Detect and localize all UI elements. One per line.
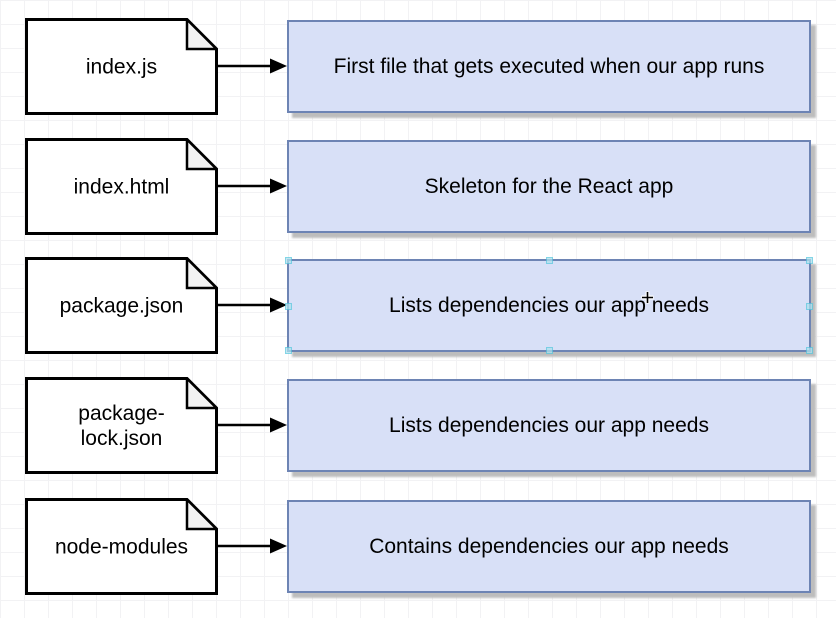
- diagram-row-node-modules: node-modules Contains dependencies our a…: [0, 498, 836, 595]
- selection-handle[interactable]: [806, 257, 813, 264]
- diagram-row-package-json: package.json Lists dependencies our app …: [0, 257, 836, 354]
- diagram-row-index-html: index.html Skeleton for the React app: [0, 138, 836, 235]
- selection-handle[interactable]: [285, 347, 292, 354]
- arrow-icon[interactable]: [216, 175, 288, 197]
- file-node-index-html[interactable]: index.html: [25, 138, 218, 235]
- description-text: Lists dependencies our app needs: [389, 414, 709, 437]
- file-label: index.js: [85, 55, 158, 78]
- document-shape-icon: [25, 377, 218, 474]
- arrow-icon[interactable]: [216, 55, 288, 77]
- selection-handle[interactable]: [546, 257, 553, 264]
- selection-handle[interactable]: [806, 302, 813, 310]
- selection-handle[interactable]: [285, 302, 292, 310]
- diagram-row-index-js: index.js First file that gets executed w…: [0, 18, 836, 115]
- file-node-node-modules[interactable]: node-modules: [25, 498, 218, 595]
- file-node-index-js[interactable]: index.js: [25, 18, 218, 115]
- description-box[interactable]: Contains dependencies our app needs: [287, 500, 811, 593]
- description-box-selected[interactable]: Lists dependencies our app needs: [285, 257, 813, 354]
- arrow-icon[interactable]: [216, 294, 288, 316]
- selection-handle[interactable]: [806, 347, 813, 354]
- file-label: node-modules: [54, 535, 189, 558]
- description-text: Contains dependencies our app needs: [369, 535, 729, 558]
- document-shape-icon: [25, 138, 218, 235]
- file-node-package-json[interactable]: package.json: [25, 257, 218, 354]
- file-label: index.html: [73, 175, 170, 198]
- file-node-package-lock-json[interactable]: package-lock.json: [25, 377, 218, 474]
- arrow-icon[interactable]: [216, 414, 288, 436]
- selection-handle[interactable]: [546, 347, 553, 354]
- document-shape-icon: [25, 257, 218, 354]
- document-shape-icon: [25, 498, 218, 595]
- file-label: package-lock.json: [78, 401, 165, 450]
- diagram-row-package-lock-json: package-lock.json Lists dependencies our…: [0, 377, 836, 474]
- description-text: Lists dependencies our app needs: [389, 294, 709, 317]
- document-shape-icon: [25, 18, 218, 115]
- arrow-icon[interactable]: [216, 535, 288, 557]
- description-box[interactable]: Skeleton for the React app: [287, 140, 811, 233]
- file-label: package.json: [59, 294, 184, 317]
- description-box[interactable]: Lists dependencies our app needs: [287, 379, 811, 472]
- description-box[interactable]: First file that gets executed when our a…: [287, 20, 811, 113]
- description-text: Skeleton for the React app: [424, 175, 674, 198]
- description-text: First file that gets executed when our a…: [333, 55, 765, 78]
- selection-handle[interactable]: [285, 257, 292, 264]
- crosshair-cursor-icon: [641, 291, 654, 304]
